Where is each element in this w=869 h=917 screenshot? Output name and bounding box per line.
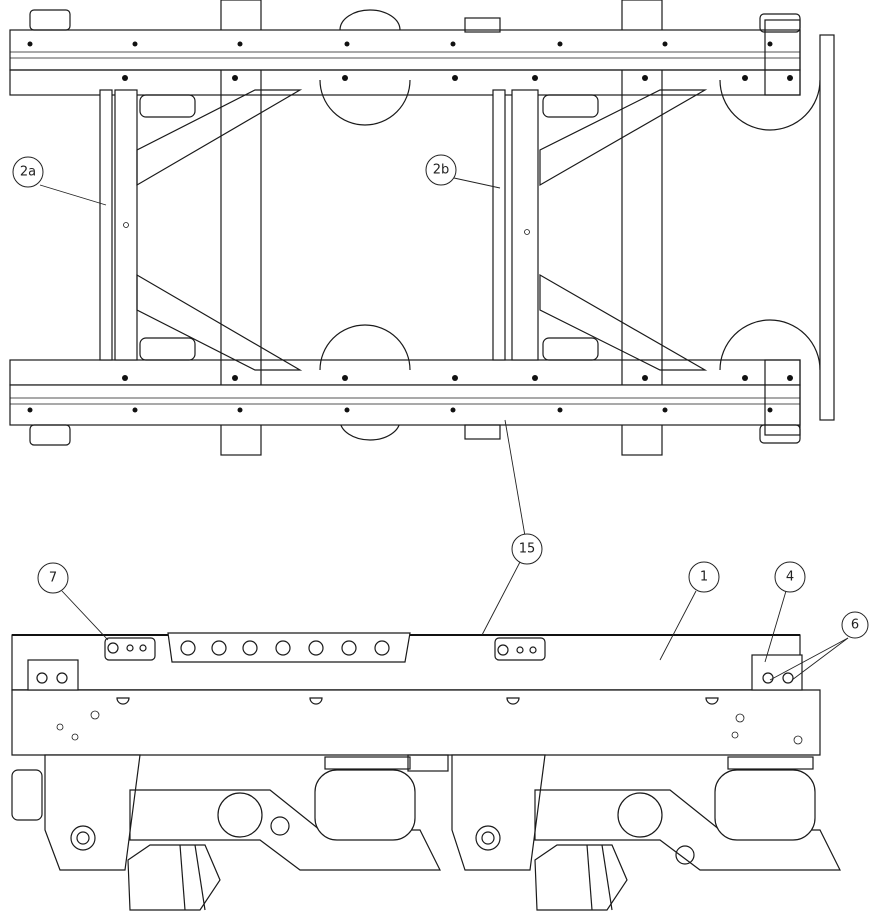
axle-tube-right xyxy=(621,0,663,456)
callout-6: 6 xyxy=(769,611,869,681)
airbag-bottom-left xyxy=(319,324,411,371)
hanger-left xyxy=(11,754,141,871)
callout-2b-label: 2b xyxy=(433,163,450,178)
callout-1: 1 xyxy=(659,561,720,661)
cross-member-left xyxy=(99,89,303,371)
airbag-top-left xyxy=(319,79,411,126)
trailing-arm-left xyxy=(129,789,441,871)
callout-1-label: 1 xyxy=(700,570,708,585)
callout-15-label: 15 xyxy=(519,542,536,557)
airbag-bottom-right xyxy=(719,319,821,371)
frame-beam xyxy=(11,632,821,756)
hanger-right xyxy=(451,754,546,871)
air-spring-right xyxy=(714,756,816,841)
callout-4: 4 xyxy=(764,561,806,663)
rail-bolts xyxy=(27,41,793,413)
airbag-top-right xyxy=(719,79,821,131)
callout-15: 15 xyxy=(481,419,543,636)
callout-2a-label: 2a xyxy=(20,165,36,180)
callout-2a: 2a xyxy=(12,156,107,206)
top-side-rail xyxy=(9,19,801,96)
trailing-arm-right xyxy=(534,789,841,871)
side-view xyxy=(11,632,841,911)
callout-6-label: 6 xyxy=(851,618,859,633)
callout-2b: 2b xyxy=(425,154,501,189)
brake-chamber-right xyxy=(534,844,628,911)
cross-member-right xyxy=(492,89,708,371)
bottom-side-rail xyxy=(9,359,801,436)
callout-7: 7 xyxy=(37,562,109,641)
end-plate xyxy=(819,34,835,421)
hub-blocks xyxy=(29,9,801,446)
brake-chamber-left xyxy=(127,844,221,911)
callout-7-label: 7 xyxy=(49,571,57,586)
top-view xyxy=(9,0,835,456)
air-spring-left xyxy=(314,756,416,841)
axle-tube-left xyxy=(220,0,262,456)
callout-4-label: 4 xyxy=(786,570,794,585)
